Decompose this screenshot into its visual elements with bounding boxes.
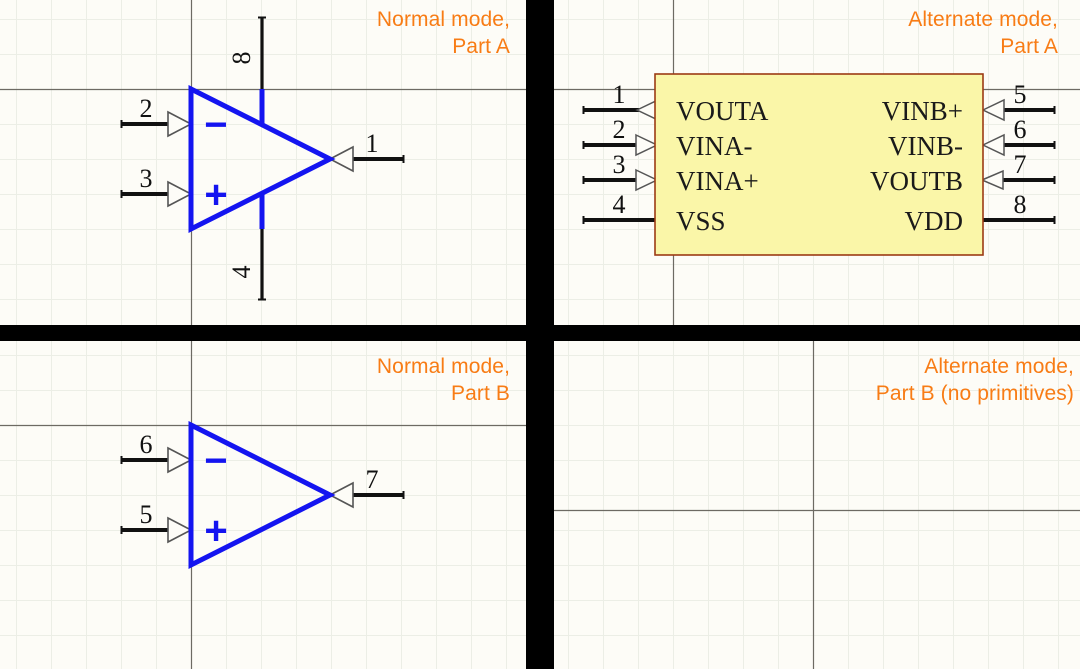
pin-number-3: 3 xyxy=(613,150,626,179)
ic-pin-label-voutb: VOUTB xyxy=(870,166,963,196)
quadrant-normal-mode-part-a: 8 4 2 3 xyxy=(0,0,526,325)
alternate-mode-part-b-artwork xyxy=(554,341,1080,669)
pin-number-1: 1 xyxy=(613,80,626,109)
opamp-triangle-symbol xyxy=(188,420,336,570)
pin-5-line xyxy=(981,98,1056,122)
pin-3-line xyxy=(582,168,659,192)
caption-normal-mode-part-a: Normal mode, Part A xyxy=(376,8,510,58)
pin-number-2: 2 xyxy=(140,94,153,123)
grid-major xyxy=(554,341,1080,669)
pin-8-power xyxy=(258,16,266,90)
pin-6-line xyxy=(120,446,193,474)
pin-2-line xyxy=(582,133,659,157)
ic-pin-label-vdd: VDD xyxy=(905,206,964,236)
pin-4-line xyxy=(582,216,657,224)
pin-number-5: 5 xyxy=(140,500,153,529)
pin-number-4: 4 xyxy=(227,266,256,279)
pin-7-line xyxy=(980,169,1056,191)
ic-pin-label-vina-plus: VINA+ xyxy=(676,166,759,196)
ic-body-rect xyxy=(654,73,984,256)
pin-6-line xyxy=(981,133,1056,157)
grid-minor xyxy=(554,341,1080,669)
normal-mode-part-a-artwork: 8 4 2 3 xyxy=(0,0,526,325)
caption-normal-mode-part-b: Normal mode, Part B xyxy=(376,355,510,405)
non-inverting-input-plus-sign: + xyxy=(204,173,227,217)
alternate-mode-part-a-artwork: 1 2 3 4 5 xyxy=(554,0,1080,325)
pin-2-line xyxy=(120,110,193,138)
pin-number-6: 6 xyxy=(140,430,153,459)
pin-1-line xyxy=(328,145,405,173)
pin-number-7: 7 xyxy=(1014,150,1027,179)
inverting-input-minus-sign: − xyxy=(204,103,227,147)
quadrant-normal-mode-part-b: 6 5 7 − + Normal mode, Part B xyxy=(0,341,526,669)
non-inverting-input-plus-sign: + xyxy=(204,509,227,553)
inverting-input-minus-sign: − xyxy=(204,439,227,483)
ic-pin-label-vinb-minus: VINB- xyxy=(888,131,963,161)
ic-pin-label-vinb-plus: VINB+ xyxy=(882,96,963,126)
pin-number-2: 2 xyxy=(613,115,626,144)
pin-number-5: 5 xyxy=(1014,80,1027,109)
pin-7-line xyxy=(328,481,405,509)
caption-alternate-mode-part-b: Alternate mode, Part B (no primitives) xyxy=(875,355,1074,405)
pin-number-8: 8 xyxy=(1014,190,1027,219)
pin-5-line xyxy=(120,516,193,544)
quadrant-alternate-mode-part-a: 1 2 3 4 5 xyxy=(554,0,1080,325)
pin-3-line xyxy=(120,180,193,208)
opamp-triangle-symbol xyxy=(188,84,336,234)
pin-4-power xyxy=(258,229,266,301)
quadrant-alternate-mode-part-b: Alternate mode, Part B (no primitives) xyxy=(554,341,1080,669)
normal-mode-part-b-artwork: 6 5 7 − + xyxy=(0,341,526,669)
ic-pin-label-vss: VSS xyxy=(676,206,726,236)
pin-number-3: 3 xyxy=(140,164,153,193)
caption-alternate-mode-part-a: Alternate mode, Part A xyxy=(908,8,1058,58)
ic-pin-label-vouta: VOUTA xyxy=(676,96,769,126)
pin-8-line xyxy=(983,216,1056,224)
grid-minor xyxy=(0,341,526,669)
pin-number-8: 8 xyxy=(227,52,256,65)
pin-number-7: 7 xyxy=(366,465,379,494)
pin-number-4: 4 xyxy=(613,190,626,219)
pin-number-1: 1 xyxy=(366,129,379,158)
pin-number-6: 6 xyxy=(1014,115,1027,144)
ic-pin-label-vina-minus: VINA- xyxy=(676,131,752,161)
